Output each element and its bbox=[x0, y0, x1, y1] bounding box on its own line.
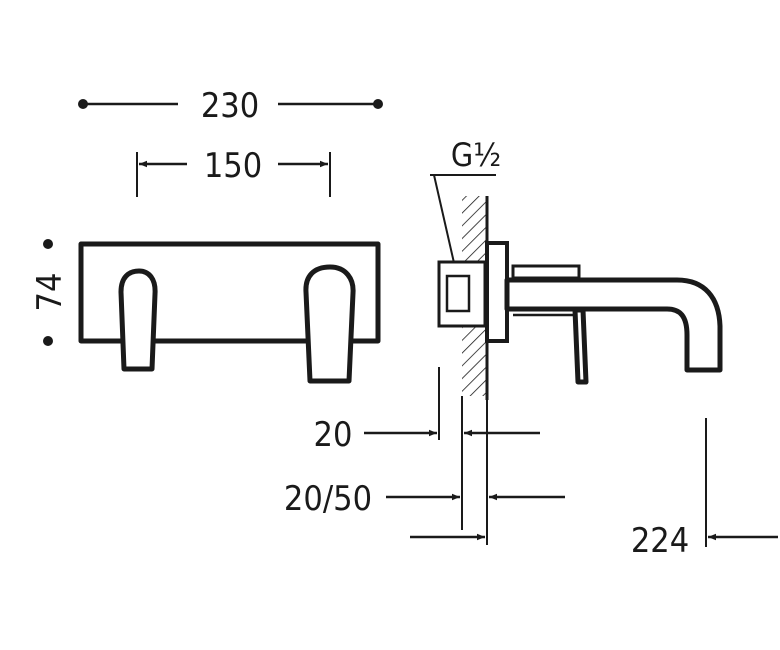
thread-connection-label: G½ bbox=[451, 136, 501, 174]
flange-plate bbox=[485, 241, 509, 343]
handle-spacing-label: 150 bbox=[204, 146, 262, 186]
left-handle bbox=[118, 268, 158, 372]
right-handle bbox=[303, 264, 356, 384]
lever-block bbox=[511, 264, 581, 280]
spout bbox=[504, 277, 723, 373]
dimension-plate-height: 74 bbox=[30, 239, 70, 346]
dimension-body-depth: 20 bbox=[314, 415, 540, 455]
side-view: G½ 20 20/50 bbox=[284, 136, 778, 561]
dimension-wall-depth: 20/50 bbox=[284, 479, 565, 519]
plate-height-label: 74 bbox=[30, 273, 70, 312]
lever bbox=[572, 307, 589, 385]
body-depth-label: 20 bbox=[314, 415, 353, 455]
body-inner-port bbox=[445, 274, 471, 313]
dimension-endpoint-dot bbox=[43, 239, 53, 249]
dimension-endpoint-dot bbox=[43, 336, 53, 346]
front-view: 230 150 74 bbox=[30, 86, 383, 384]
dimension-handle-spacing: 150 bbox=[136, 146, 331, 197]
spout-reach-label: 224 bbox=[631, 521, 689, 561]
dimension-endpoint-dot bbox=[373, 99, 383, 109]
dimension-overall-width: 230 bbox=[78, 86, 383, 126]
thread-leader-arrow bbox=[433, 174, 459, 277]
dimension-spout-reach: 224 bbox=[410, 521, 778, 561]
wall-depth-label: 20/50 bbox=[284, 479, 372, 519]
overall-width-label: 230 bbox=[201, 86, 259, 126]
